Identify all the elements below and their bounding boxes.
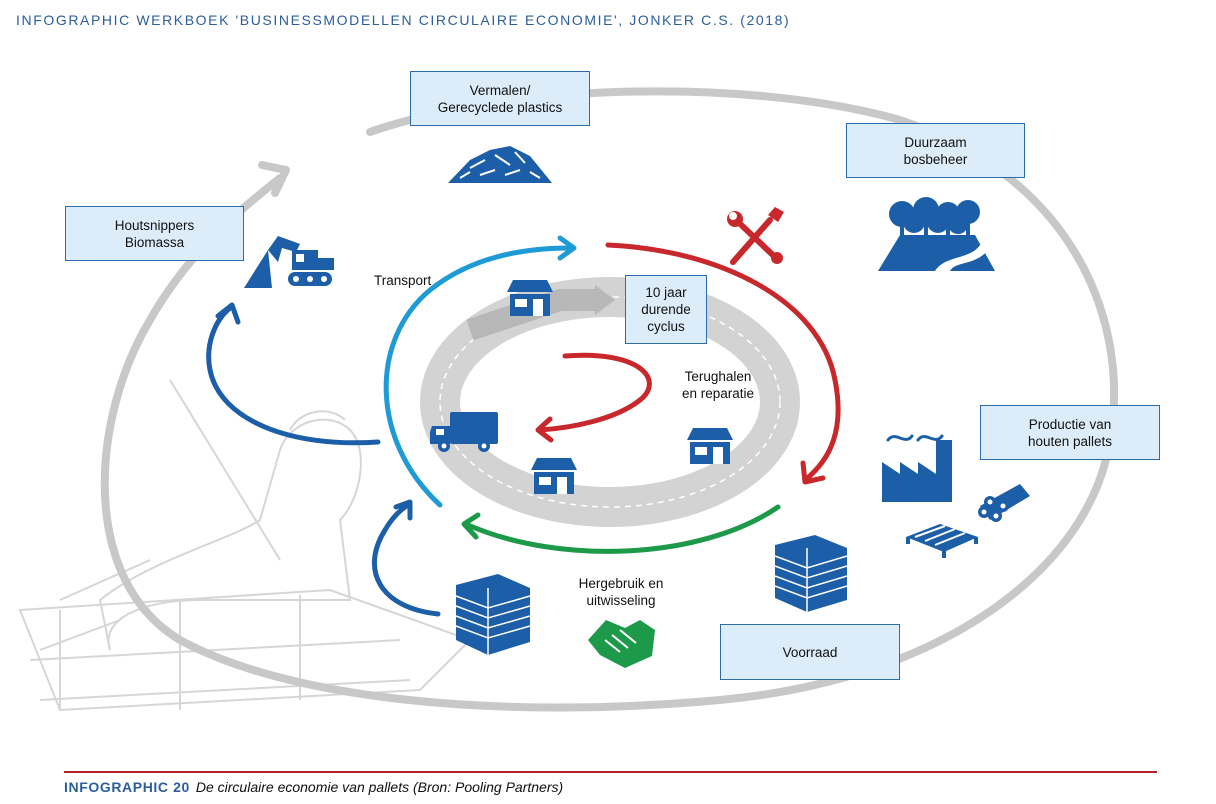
infographic-number: INFOGRAPHIC 20	[64, 779, 190, 795]
return-arrow	[372, 502, 441, 617]
box-line: Productie van	[1028, 416, 1112, 432]
box-line: Biomassa	[124, 234, 185, 250]
footer-caption: INFOGRAPHIC 20 De circulaire economie van…	[64, 779, 563, 795]
page-header: INFOGRAPHIC WERKBOEK 'BUSINESSMODELLEN C…	[16, 12, 791, 28]
label-line: Terughalen	[684, 369, 752, 384]
box-line: cyclus	[647, 319, 685, 334]
outer-cycle-arrow	[100, 87, 1119, 712]
box-voorraad: Voorraad	[720, 624, 900, 680]
box-line: 10 jaar	[645, 285, 687, 300]
shop-icon	[687, 428, 733, 464]
box-line: bosbeheer	[903, 151, 968, 167]
transport-arrow	[383, 245, 573, 508]
tools-icon	[727, 207, 784, 265]
shop-icon	[531, 458, 577, 494]
label-terughalen: Terughalen en reparatie	[672, 368, 764, 402]
biomass-arrow	[206, 305, 381, 446]
outer-arrow-head	[258, 161, 290, 197]
label-transport: Transport	[374, 273, 432, 288]
repair-arrow	[537, 352, 652, 433]
road-centerline	[439, 296, 781, 508]
infographic-caption: De circulaire economie van pallets (Bron…	[195, 779, 564, 795]
label-line: uitwisseling	[586, 593, 656, 608]
box-line: houten pallets	[1027, 433, 1113, 449]
label-hergebruik: Hergebruik en uitwisseling	[566, 575, 676, 609]
truck-icon	[430, 412, 498, 452]
label-line: Hergebruik en	[578, 576, 664, 591]
road-arrow	[466, 289, 600, 341]
pallet-stack-icon	[455, 574, 531, 655]
box-vermalen: Vermalen/Gerecyclede plastics	[410, 71, 590, 126]
shop-icon	[507, 280, 553, 316]
handshake-icon	[588, 620, 655, 668]
factory-icon	[882, 434, 952, 502]
label-line: en reparatie	[681, 386, 755, 401]
pallet-icon	[906, 524, 978, 558]
box-line: Vermalen/	[469, 82, 531, 98]
person-on-pallet-illustration	[18, 379, 472, 712]
forest-icon	[878, 197, 995, 271]
logs-icon	[978, 484, 1030, 522]
box-cyclus: 10 jaar durende cyclus	[625, 275, 707, 344]
pallet-stack-icon	[774, 535, 848, 612]
box-line: Houtsnippers	[114, 217, 195, 233]
box-line: Gerecyclede plastics	[437, 99, 563, 115]
box-line: Duurzaam	[904, 134, 967, 150]
excavator-icon	[244, 236, 334, 288]
production-arrow	[605, 242, 841, 483]
box-line: Voorraad	[782, 644, 838, 660]
footer-divider	[64, 771, 1157, 773]
box-line: durende	[641, 302, 691, 317]
crushed-plastic-icon	[448, 146, 552, 183]
reuse-arrow	[465, 504, 781, 554]
